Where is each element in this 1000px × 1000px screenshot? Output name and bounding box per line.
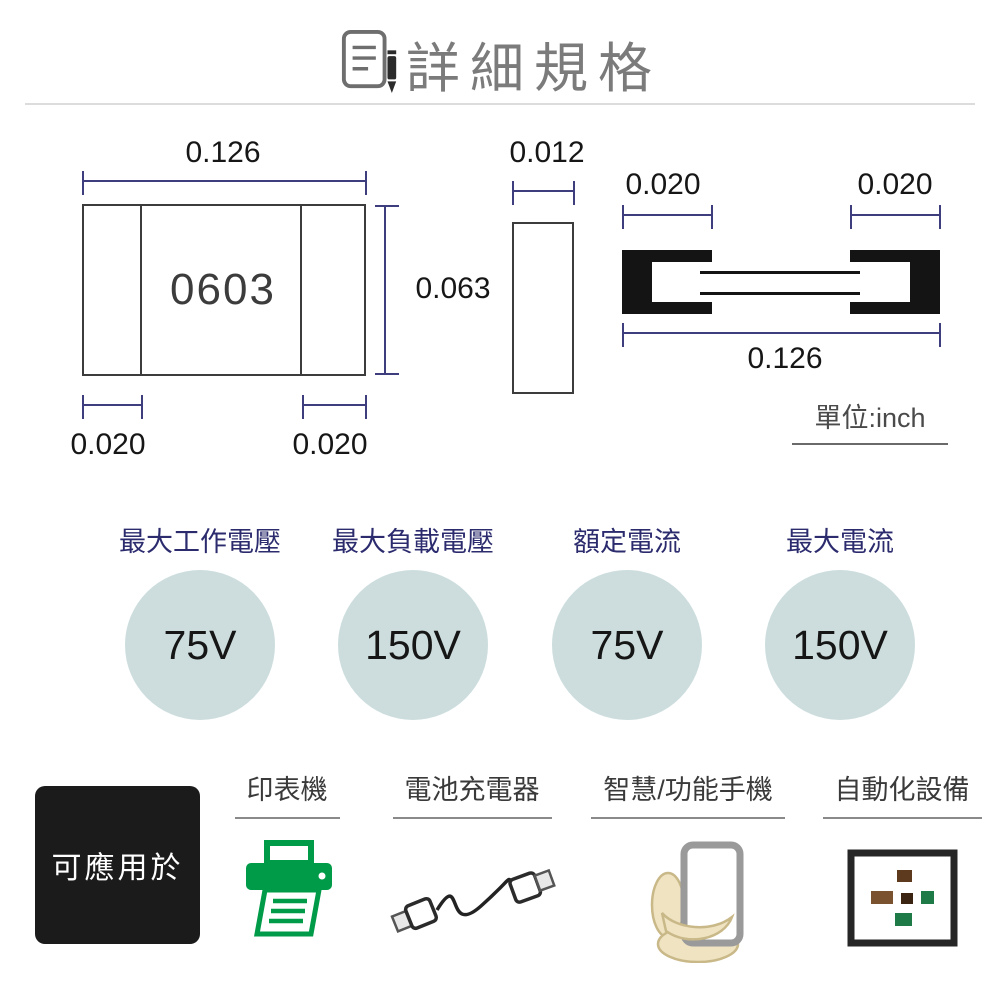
front-height-label: 0.063 [415,272,491,305]
app-label-smartphone: 智慧/功能手機 [578,768,798,819]
side-thickness-label: 0.012 [509,136,585,169]
top-left-pad-label: 0.020 [625,168,701,201]
smartphone-hand-icon [650,841,744,963]
app-label-battery-charger: 電池充電器 [382,768,562,819]
top-length-label: 0.126 [747,342,823,375]
front-right-pad-label: 0.020 [292,428,368,461]
right-electrode-inner [850,262,910,302]
front-width-label: 0.126 [185,136,261,169]
top-length-dimension-line [622,323,941,347]
front-left-pad-line [140,206,142,374]
spec-value-badge: 150V [338,570,488,720]
side-view-outline [512,222,574,394]
automation-equipment-icon [847,849,958,947]
spec-value-badge: 75V [125,570,275,720]
unit-label: 單位:inch [792,396,948,445]
top-left-pad-dimension-line [622,205,713,229]
spec-label-max-load-voltage: 最大負載電壓 [332,527,494,557]
top-right-pad-label: 0.020 [857,168,933,201]
side-thickness-dimension-line [512,181,575,205]
applications-intro-box: 可應用於 [35,786,200,944]
top-right-pad-dimension-line [850,205,941,229]
printer-icon [246,840,332,937]
spec-value-badge: 75V [552,570,702,720]
charger-cable-icon [390,868,556,934]
front-width-dimension-line [82,171,367,195]
package-size-label: 0603 [170,265,276,314]
front-height-dimension-line [375,205,399,375]
app-label-automation: 自動化設備 [792,768,1000,819]
app-label-printer: 印表機 [207,768,367,819]
front-left-pad-dimension-line [82,395,143,419]
left-electrode [622,250,712,314]
right-electrode [850,250,940,314]
spec-label-max-current: 最大電流 [786,527,894,557]
spec-value-badge: 150V [765,570,915,720]
header-divider [25,103,975,105]
front-left-pad-label: 0.020 [70,428,146,461]
spec-label-max-working-voltage: 最大工作電壓 [119,527,281,557]
spec-label-rated-current: 額定電流 [573,527,681,557]
resistor-body-bar [700,271,860,295]
document-pen-icon [341,30,397,93]
front-right-pad-dimension-line [302,395,367,419]
front-view-outline [82,204,366,376]
front-right-pad-line [300,206,302,374]
page-title: 詳細規格 [406,39,662,99]
